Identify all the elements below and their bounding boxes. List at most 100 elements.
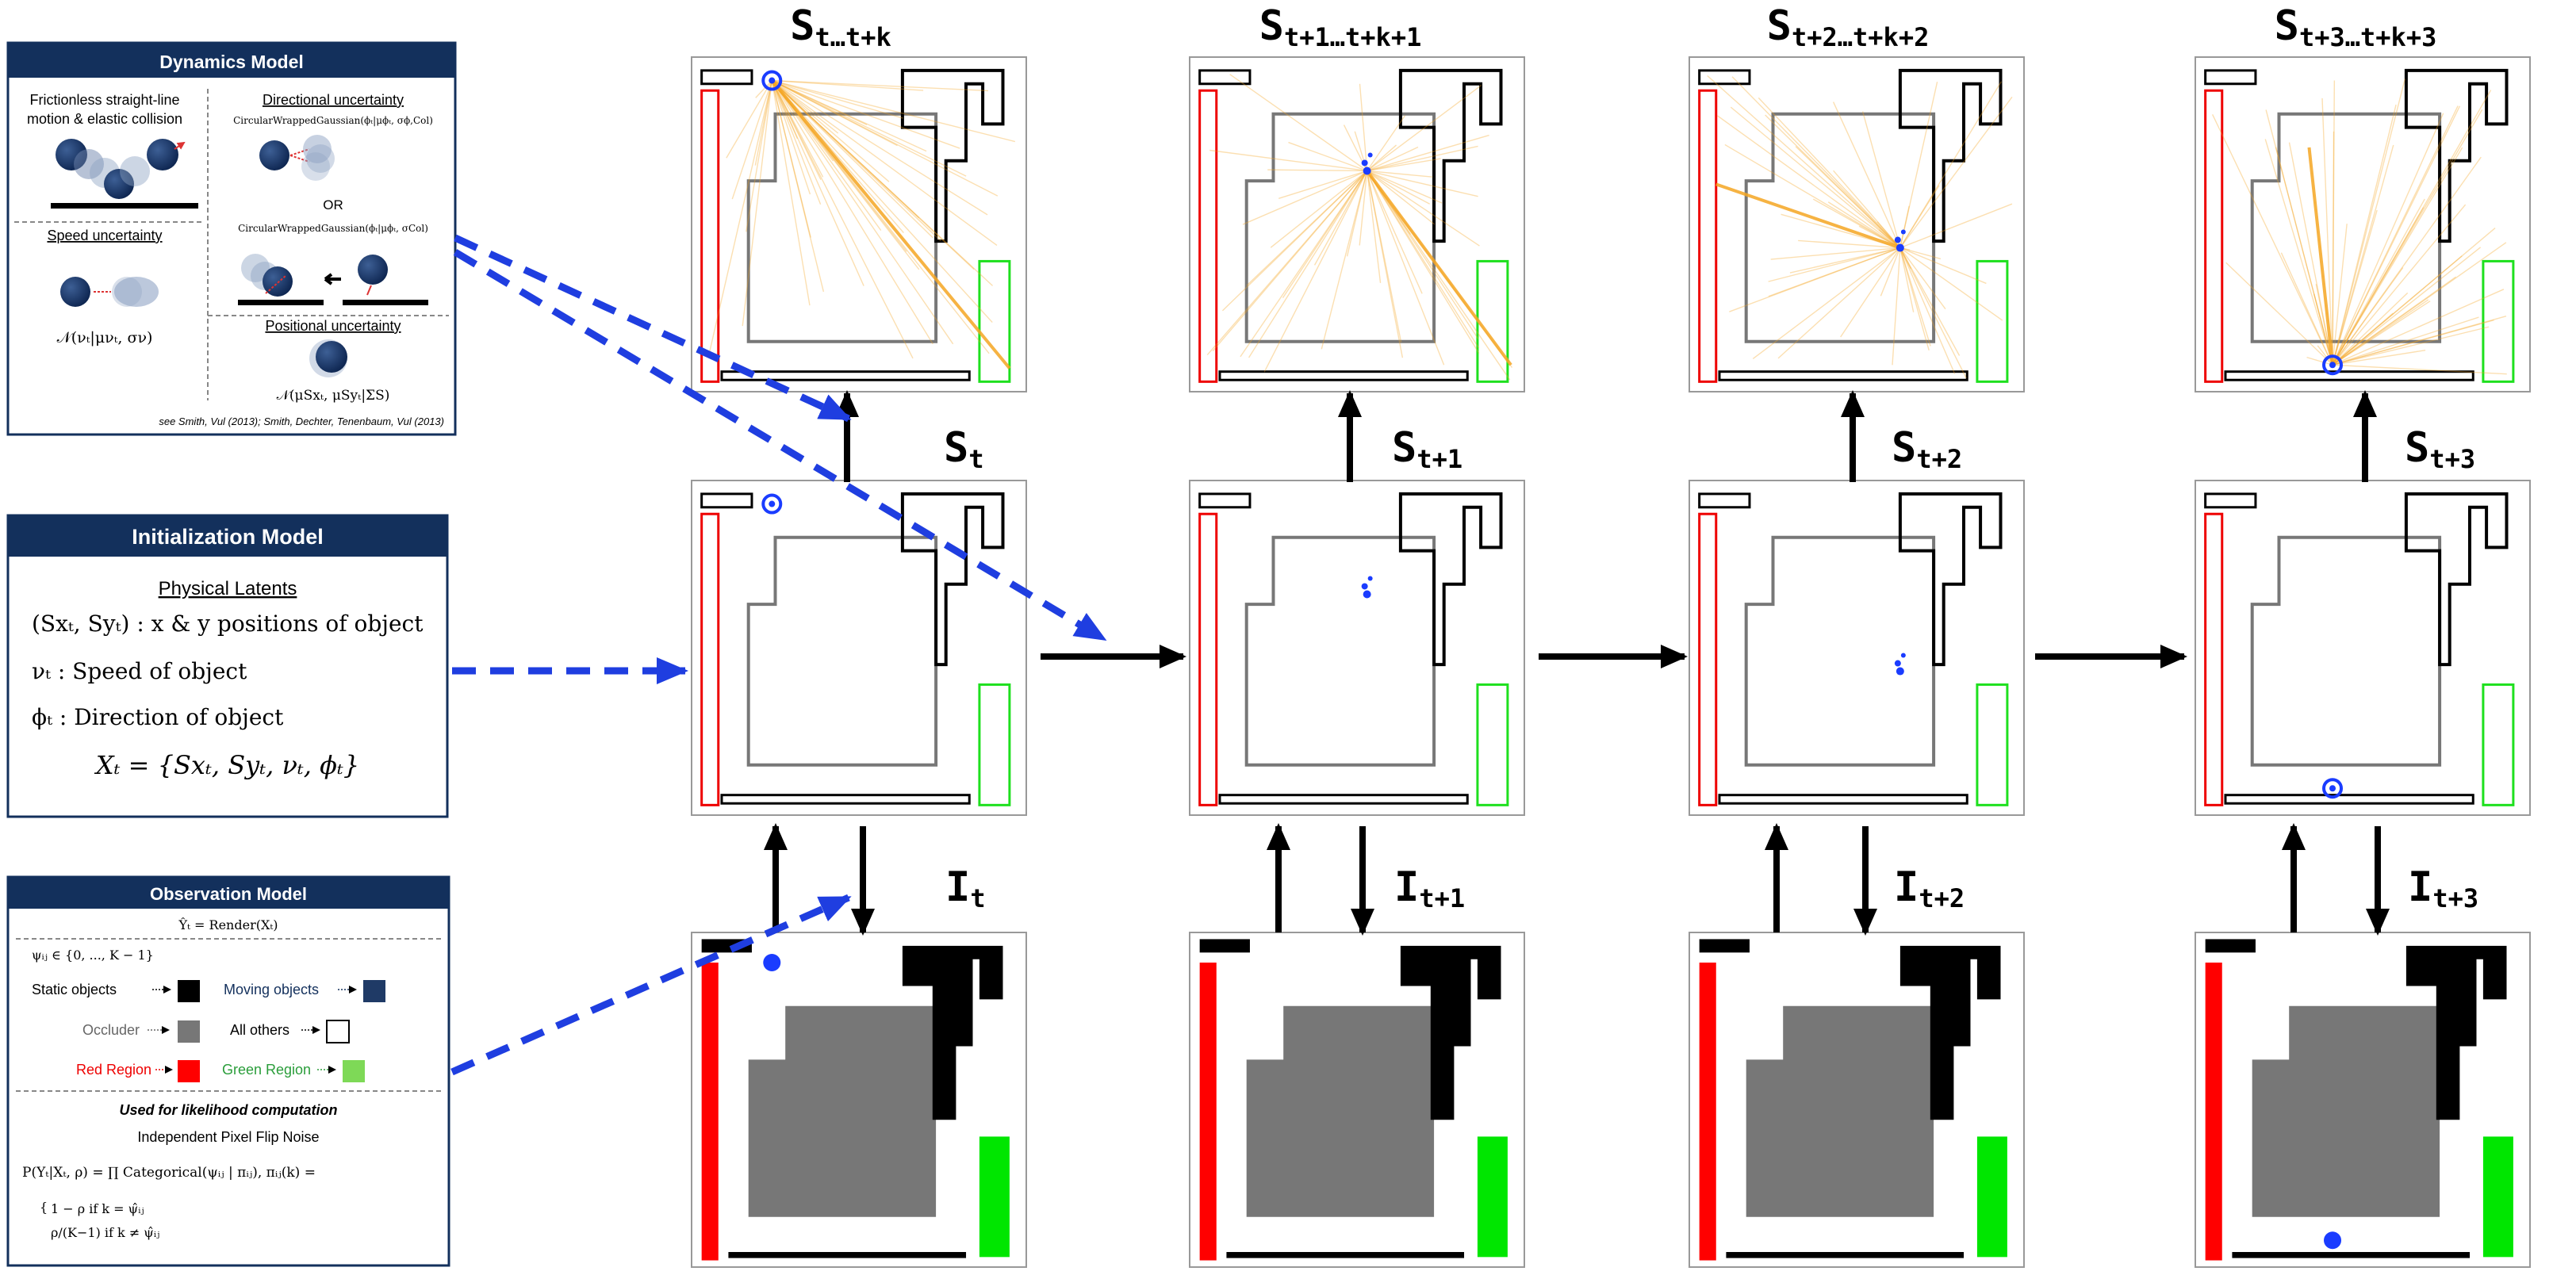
physical-latents-title: Physical Latents bbox=[159, 578, 297, 599]
directional-formula-1: CircularWrappedGaussian(ϕₜ|μϕₜ, σϕ,Col) bbox=[233, 115, 433, 126]
future-state-scene-1 bbox=[1189, 56, 1525, 392]
occluder-outline bbox=[1744, 535, 1936, 767]
state-scene-3 bbox=[2195, 480, 2531, 816]
moving-object bbox=[1896, 667, 1904, 676]
red-region-outline bbox=[2204, 512, 2224, 806]
red-region bbox=[2205, 962, 2222, 1261]
state-scene-2 bbox=[1689, 480, 2025, 816]
positional-formula: 𝒩(μSxₜ, μSyₜ|ΣS) bbox=[277, 388, 390, 404]
occluder bbox=[748, 1005, 937, 1217]
moving-object bbox=[1363, 590, 1371, 599]
red-region-swatch bbox=[178, 1060, 200, 1082]
likelihood-formula: P(Yₜ|Xₜ, ρ) = ∏ Categorical(ψᵢⱼ | πᵢⱼ), … bbox=[22, 1165, 316, 1181]
green-region-outline bbox=[2482, 683, 2515, 806]
directional-uncertainty-title: Directional uncertainty bbox=[263, 92, 404, 108]
dynamics-model-panel: Dynamics Model Frictionless straight-lin… bbox=[6, 41, 457, 436]
dynamics-to-state-arrow-1 bbox=[454, 234, 852, 423]
observation-model-panel: Observation Model Ŷₜ = Render(Xₜ) ψᵢⱼ ∈ … bbox=[6, 875, 450, 1267]
occluder bbox=[1746, 1005, 1934, 1217]
state-title-0: St bbox=[944, 424, 984, 474]
all-others-swatch bbox=[326, 1020, 350, 1043]
occluder-outline bbox=[2250, 112, 2442, 343]
occluder-swatch bbox=[178, 1020, 200, 1043]
static-objects-swatch bbox=[178, 980, 200, 1002]
green-region-outline bbox=[1476, 683, 1509, 806]
future-state-scene-0 bbox=[691, 56, 1027, 392]
red-region bbox=[1699, 962, 1716, 1261]
moving-object bbox=[2322, 354, 2344, 376]
red-region-outline bbox=[1698, 512, 1718, 806]
green-region bbox=[979, 1136, 1010, 1258]
occluder-outline bbox=[1244, 535, 1436, 767]
green-region bbox=[1477, 1136, 1508, 1258]
dynamics-model-title: Dynamics Model bbox=[159, 52, 304, 72]
future-state-title-2: St+2…t+k+2 bbox=[1767, 2, 1930, 52]
initialization-model-panel: Initialization Model Physical Latents (S… bbox=[6, 514, 449, 818]
frictionless-line1: Frictionless straight-line bbox=[29, 92, 179, 108]
or-label: OR bbox=[323, 197, 343, 212]
moving-object bbox=[2322, 778, 2344, 799]
latent-direction: ϕₜ : Direction of object bbox=[32, 704, 284, 730]
observation-model-title: Observation Model bbox=[150, 884, 307, 904]
image-scene-1 bbox=[1189, 932, 1525, 1268]
red-region-outline bbox=[700, 89, 720, 383]
occluder-outline bbox=[746, 112, 938, 343]
pixel-noise-label: Independent Pixel Flip Noise bbox=[137, 1129, 319, 1145]
occluder-outline bbox=[746, 535, 938, 767]
red-region-outline bbox=[1198, 89, 1218, 383]
latent-set-formula: Xₜ = {Sxₜ, Syₜ, νₜ, ϕₜ} bbox=[94, 750, 359, 780]
occluder bbox=[2252, 1005, 2440, 1217]
dynamics-to-state-arrow-2 bbox=[453, 249, 1107, 642]
moving-objects-label: Moving objects bbox=[224, 982, 319, 997]
red-region-outline bbox=[1698, 89, 1718, 383]
moving-object bbox=[761, 70, 783, 91]
red-region-outline bbox=[700, 512, 720, 806]
latent-speed: νₜ : Speed of object bbox=[32, 658, 247, 684]
static-objects-label: Static objects bbox=[32, 982, 117, 997]
green-region-outline bbox=[978, 683, 1011, 806]
occluder-label: Occluder bbox=[82, 1022, 140, 1038]
moving-objects-swatch bbox=[363, 980, 385, 1002]
directional-formula-2: CircularWrappedGaussian(ϕₜ|μϕₜ, σCol) bbox=[238, 223, 428, 234]
state-title-2: St+2 bbox=[1892, 424, 1962, 474]
speed-uncertainty-title: Speed uncertainty bbox=[47, 228, 162, 243]
moving-object bbox=[1363, 167, 1371, 175]
green-region-label: Green Region bbox=[222, 1062, 311, 1078]
dynamics-citation: see Smith, Vul (2013); Smith, Dechter, T… bbox=[159, 415, 444, 427]
moving-object bbox=[761, 493, 783, 515]
moving-object bbox=[1896, 243, 1904, 252]
state-title-1: St+1 bbox=[1392, 424, 1462, 474]
likelihood-case-2: ρ/(K−1) if k ≠ ψ̂ᵢⱼ bbox=[51, 1225, 159, 1240]
likelihood-title: Used for likelihood computation bbox=[119, 1102, 337, 1118]
psi-formula: ψᵢⱼ ∈ {0, ..., K − 1} bbox=[32, 948, 154, 963]
future-state-scene-3 bbox=[2195, 56, 2531, 392]
flow-arrows bbox=[764, 390, 2390, 936]
future-state-title-3: St+3…t+k+3 bbox=[2275, 2, 2437, 52]
occluder bbox=[1246, 1005, 1435, 1217]
positional-illustration bbox=[309, 339, 347, 377]
state-scene-0 bbox=[691, 480, 1027, 816]
red-region-outline bbox=[2204, 89, 2224, 383]
occluder-outline bbox=[2250, 535, 2442, 767]
green-region-swatch bbox=[343, 1060, 365, 1082]
likelihood-case-1: 1 − ρ if k = ψ̂ᵢⱼ bbox=[51, 1201, 144, 1216]
scene-grid bbox=[691, 56, 2531, 1268]
speed-formula: 𝒩(νₜ|μνₜ, σν) bbox=[57, 329, 153, 347]
model-arrows bbox=[450, 234, 1107, 1076]
red-region bbox=[701, 962, 719, 1261]
future-state-title-1: St+1…t+k+1 bbox=[1259, 2, 1422, 52]
moving-object bbox=[2324, 1231, 2342, 1250]
moving-object bbox=[763, 953, 781, 971]
positional-uncertainty-title: Positional uncertainty bbox=[265, 318, 401, 334]
scene-titles: St…t+k St+1…t+k+1 St+2…t+k+2 St+3…t+k+3 … bbox=[790, 2, 2478, 913]
image-title-1: It+1 bbox=[1394, 863, 1465, 913]
image-scene-3 bbox=[2195, 932, 2531, 1268]
frictionless-line2: motion & elastic collision bbox=[27, 111, 182, 127]
red-region-outline bbox=[1198, 512, 1218, 806]
green-region-outline bbox=[1976, 683, 2009, 806]
red-region-label: Red Region bbox=[76, 1062, 151, 1078]
render-formula: Ŷₜ = Render(Xₜ) bbox=[178, 917, 278, 932]
future-state-title-0: St…t+k bbox=[790, 2, 891, 52]
image-title-0: It bbox=[945, 863, 986, 913]
